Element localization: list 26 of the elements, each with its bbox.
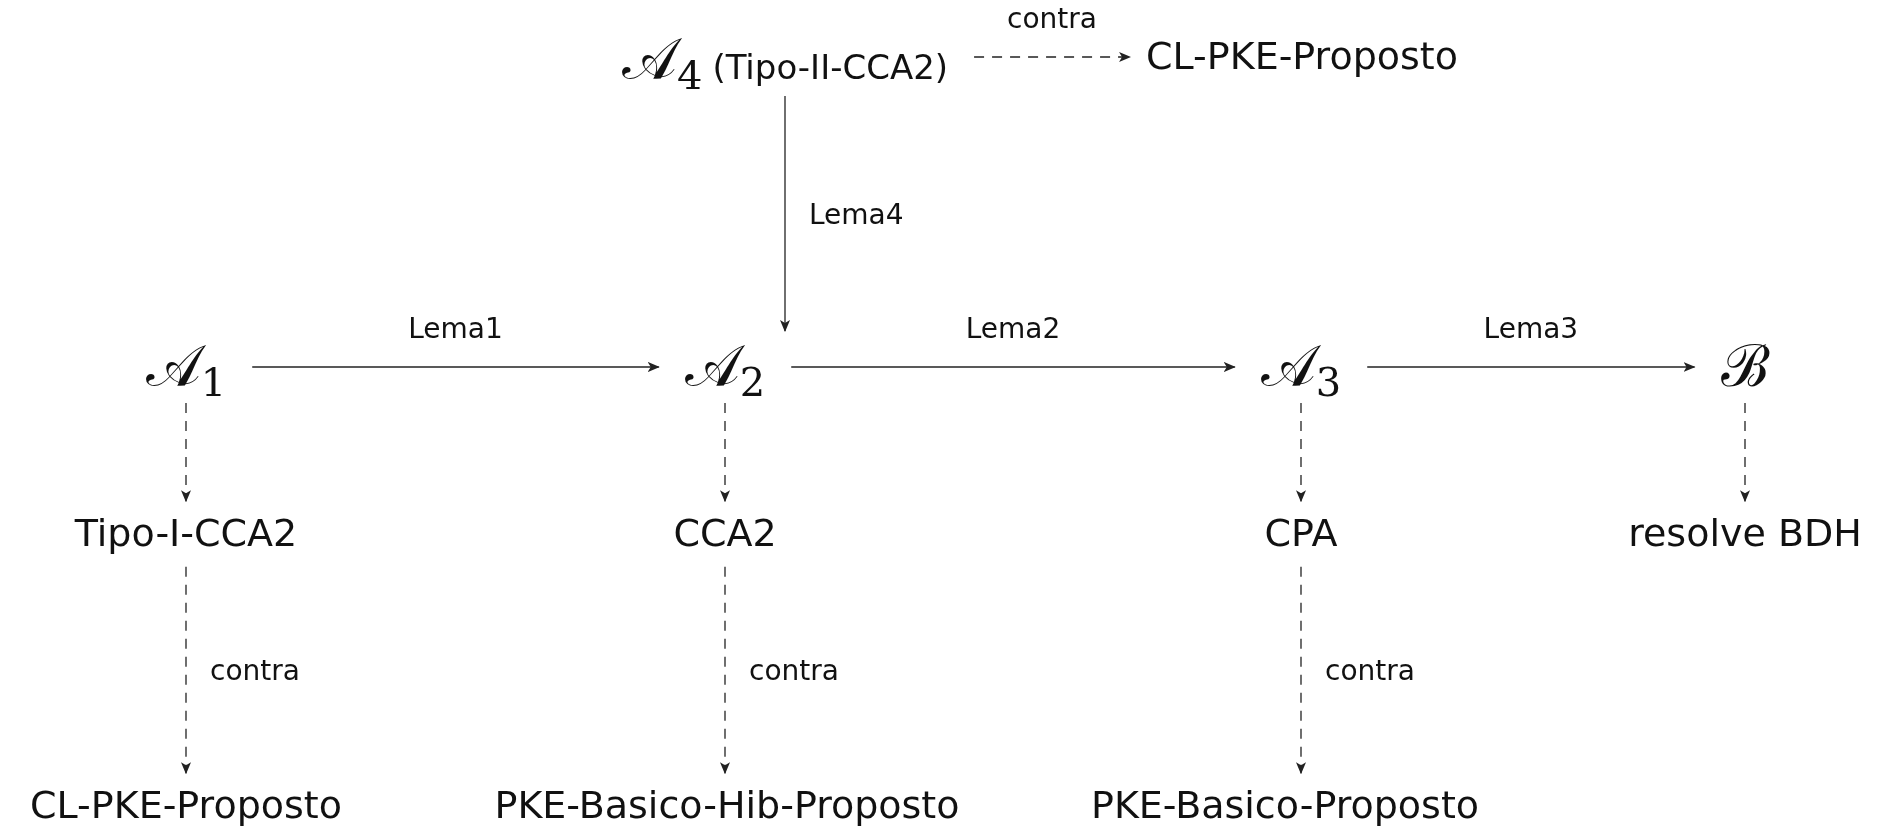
node-label: CL-PKE-Proposto — [30, 783, 342, 829]
node-label: CCA2 — [673, 511, 777, 557]
arrow — [720, 402, 730, 503]
node-label: PKE-Basico-Proposto — [1090, 783, 1480, 829]
arrow — [1366, 362, 1696, 372]
arrow — [181, 566, 191, 775]
math-symbol: 𝒜$_{4}$ — [621, 28, 703, 92]
math-symbol: 𝒜$_{2}$ — [684, 335, 766, 399]
math-symbol: 𝒜$_{1}$ — [145, 335, 227, 399]
arrow — [780, 95, 790, 333]
node-label: CL-PKE-Proposto — [1146, 34, 1458, 80]
node-label: CPA — [1264, 511, 1338, 557]
node-label: Tipo-I-CCA2 — [74, 511, 298, 557]
arrow — [1296, 566, 1306, 775]
node-label: resolve BDH — [1628, 511, 1862, 557]
arrow — [1740, 402, 1750, 503]
math-symbol: ℬ — [1720, 335, 1770, 399]
arrow — [251, 362, 660, 372]
math-symbol: 𝒜$_{3}$ — [1260, 335, 1342, 399]
node-label: PKE-Basico-Hib-Proposto — [494, 783, 960, 829]
arrow — [790, 362, 1236, 372]
arrow — [1296, 402, 1306, 503]
node-label: (Tipo-II-CCA2) — [712, 47, 949, 88]
arrow — [720, 566, 730, 775]
arrow — [181, 402, 191, 503]
arrow — [973, 52, 1132, 62]
